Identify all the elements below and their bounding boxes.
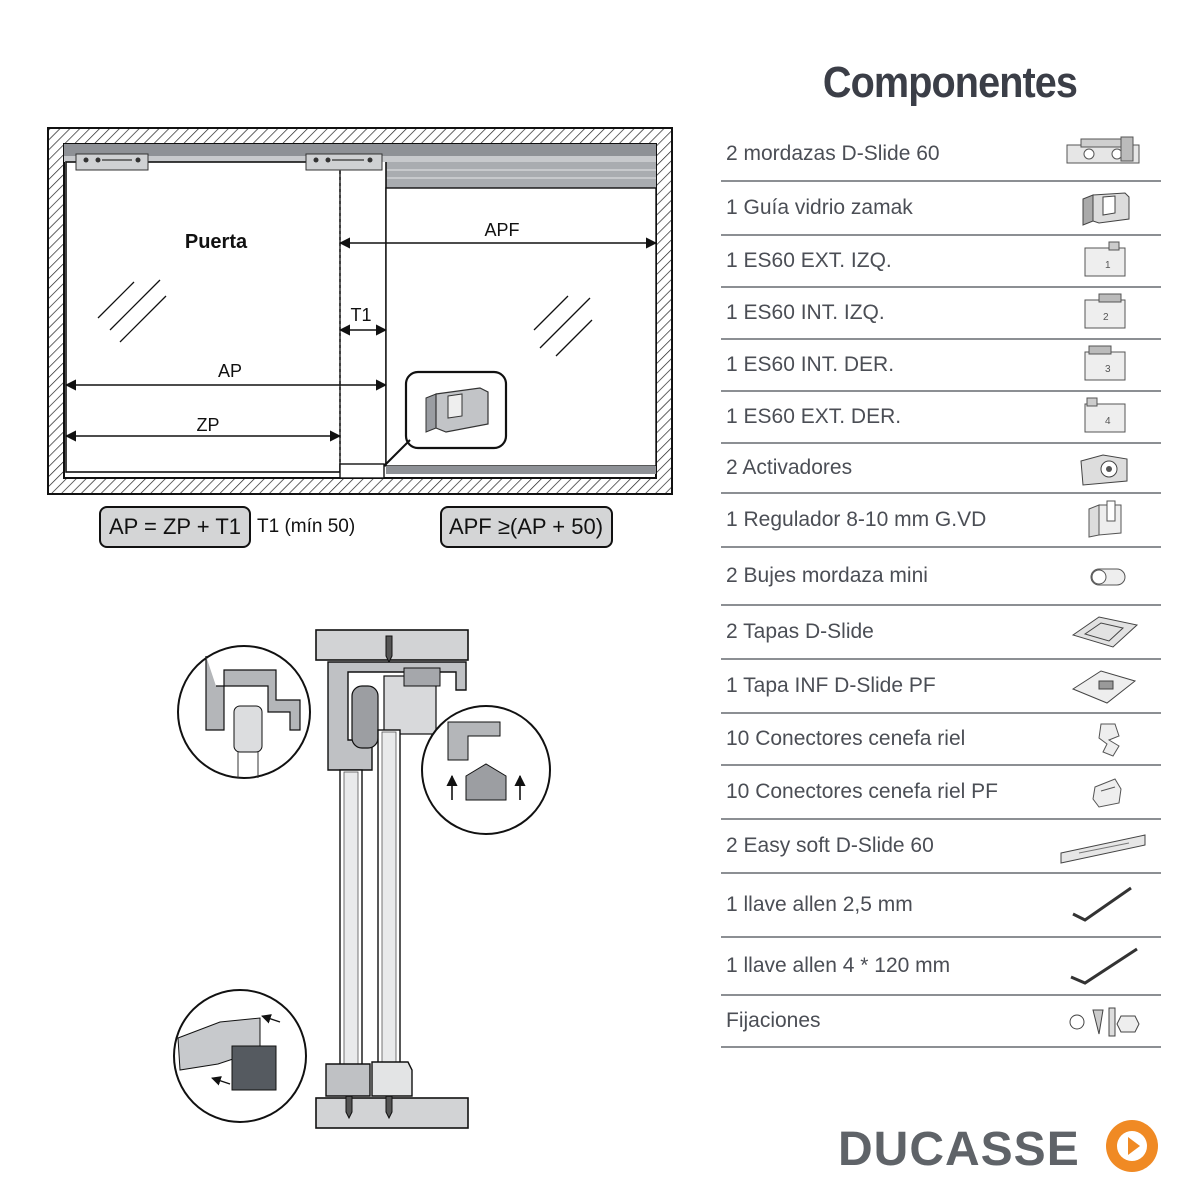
- component-row: 2 Activadores: [721, 444, 1161, 494]
- detail-circle-right: [421, 705, 551, 835]
- component-label: 2 mordazas D-Slide 60: [726, 142, 940, 165]
- component-row: 1 Guía vidrio zamak: [721, 182, 1161, 236]
- connector-icon: [1098, 723, 1120, 757]
- allen-key-small-icon: [1072, 886, 1132, 922]
- component-row: 1 ES60 EXT. IZQ. 1: [721, 236, 1161, 288]
- cross-section: [315, 629, 469, 1129]
- regulator-icon: [1088, 500, 1122, 538]
- fasteners-icon: [1069, 1007, 1140, 1037]
- component-row: 2 Easy soft D-Slide 60: [721, 820, 1161, 874]
- bushing-icon: [1090, 568, 1126, 586]
- svg-text:AP = ZP + T1: AP = ZP + T1: [109, 514, 241, 539]
- bottom-cover-icon: [1071, 670, 1137, 704]
- ap-label: AP: [218, 361, 242, 381]
- detail-circle-top: [177, 645, 311, 779]
- component-label: 1 ES60 EXT. IZQ.: [726, 249, 892, 272]
- glass-guide-icon: [1082, 192, 1130, 226]
- component-row: Fijaciones: [721, 996, 1161, 1048]
- sliding-door: [65, 153, 387, 479]
- formula-box-1: AP = ZP + T1: [99, 506, 251, 548]
- allen-key-large-icon: [1070, 947, 1138, 985]
- svg-text:4: 4: [1105, 416, 1111, 427]
- bracket-1-icon: 1: [1084, 241, 1126, 277]
- guide-callout: [383, 370, 508, 467]
- component-row: 1 llave allen 4 * 120 mm: [721, 938, 1161, 996]
- installation-diagram: Puerta APF T1 AP ZP AP = ZP + T1 T1 (mín…: [47, 127, 673, 1129]
- t1-minimum: T1 (mín 50): [257, 516, 355, 537]
- component-label: 1 ES60 INT. IZQ.: [726, 301, 885, 324]
- component-row: 10 Conectores cenefa riel PF: [721, 766, 1161, 820]
- detail-circle-bottom: [173, 989, 307, 1123]
- component-label: 1 Guía vidrio zamak: [726, 196, 913, 219]
- zp-label: ZP: [196, 415, 219, 435]
- component-label: 1 Tapa INF D-Slide PF: [726, 674, 936, 697]
- component-label: 1 Regulador 8-10 mm G.VD: [726, 508, 987, 531]
- component-label: 2 Bujes mordaza mini: [726, 564, 928, 587]
- door-label: Puerta: [185, 231, 248, 253]
- svg-text:3: 3: [1105, 364, 1111, 375]
- component-label: 2 Easy soft D-Slide 60: [726, 834, 934, 857]
- formula-box-2: APF ≥(AP + 50): [440, 506, 613, 548]
- brand-name: DUCASSE: [838, 1123, 1080, 1176]
- component-row: 2 mordazas D-Slide 60: [721, 128, 1161, 182]
- svg-text:2: 2: [1103, 312, 1109, 323]
- connector-pf-icon: [1092, 778, 1122, 808]
- bracket-2-icon: 2: [1084, 293, 1126, 329]
- clamp-icon: [1066, 136, 1140, 164]
- cover-icon: [1071, 616, 1139, 648]
- component-row: 10 Conectores cenefa riel: [721, 714, 1161, 766]
- component-row: 1 llave allen 2,5 mm: [721, 874, 1161, 938]
- component-row: 2 Tapas D-Slide: [721, 606, 1161, 660]
- component-label: 10 Conectores cenefa riel: [726, 727, 966, 750]
- dimension-lines: [64, 237, 658, 442]
- component-row: 2 Bujes mordaza mini: [721, 548, 1161, 606]
- component-row: 1 Tapa INF D-Slide PF: [721, 660, 1161, 714]
- svg-text:APF ≥(AP + 50): APF ≥(AP + 50): [449, 514, 603, 539]
- component-row: 1 ES60 INT. IZQ. 2: [721, 288, 1161, 340]
- component-row: 1 ES60 INT. DER. 3: [721, 340, 1161, 392]
- components-list: 2 mordazas D-Slide 60 1 Guía vidrio zamak…: [721, 128, 1161, 1048]
- component-row: 1 Regulador 8-10 mm G.VD: [721, 494, 1161, 548]
- soft-close-icon: [1060, 834, 1146, 864]
- apf-label: APF: [484, 220, 519, 240]
- component-label: 10 Conectores cenefa riel PF: [726, 780, 998, 803]
- t1-label: T1: [350, 305, 371, 325]
- bracket-4-icon: 4: [1084, 397, 1126, 433]
- component-row: 1 ES60 EXT. DER. 4: [721, 392, 1161, 444]
- svg-text:1: 1: [1105, 260, 1111, 271]
- component-label: 2 Tapas D-Slide: [726, 620, 874, 643]
- components-title: Componentes: [822, 58, 1078, 107]
- play-logo-icon: [1106, 1120, 1158, 1172]
- component-label: 2 Activadores: [726, 456, 853, 479]
- component-label: 1 ES60 INT. DER.: [726, 353, 895, 376]
- component-label: 1 ES60 EXT. DER.: [726, 405, 902, 428]
- component-label: Fijaciones: [726, 1009, 821, 1032]
- component-label: 1 llave allen 4 * 120 mm: [726, 954, 951, 977]
- top-rail: [64, 144, 656, 188]
- activator-icon: [1080, 454, 1128, 486]
- ducasse-logo: DUCASSE: [838, 1118, 1168, 1178]
- component-label: 1 llave allen 2,5 mm: [726, 893, 913, 916]
- bracket-3-icon: 3: [1084, 345, 1126, 381]
